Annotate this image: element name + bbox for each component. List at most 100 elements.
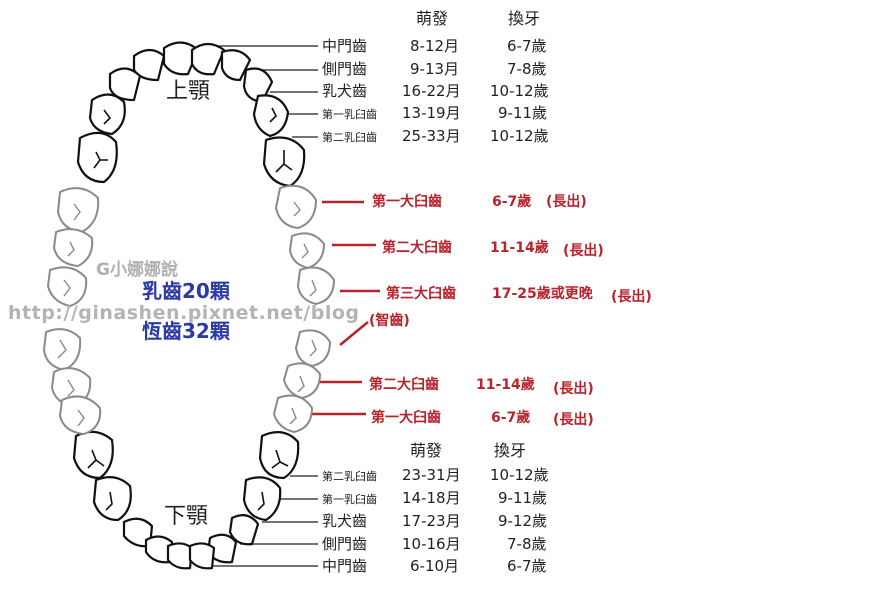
lower-tooth-shed: 9-12歲 — [498, 512, 548, 530]
groove-mark — [301, 243, 309, 259]
lower-tooth-erupt: 17-23月 — [402, 512, 461, 530]
groove-mark — [67, 379, 75, 397]
upper-tooth-erupt: 25-33月 — [402, 127, 461, 145]
tooth-lower-third-molar-right — [295, 329, 331, 367]
pointer-wisdom — [339, 321, 369, 346]
groove-mark — [67, 241, 75, 257]
molar-age: 6-7歲 — [491, 410, 531, 426]
tooth-upper-lateral-right — [220, 49, 252, 82]
upper-tooth-name: 第二乳臼齒 — [322, 131, 377, 144]
primary-teeth-count: 乳齒20顆 — [142, 279, 230, 303]
upper-tooth-erupt: 8-12月 — [410, 37, 460, 55]
groove-mark — [271, 449, 289, 469]
molar-note: (長出) — [563, 243, 604, 259]
molar-age: 11-14歲 — [490, 240, 549, 256]
groove-mark — [87, 449, 105, 469]
upper-tooth-shed: 10-12歲 — [490, 82, 549, 100]
upper-tooth-erupt: 13-19月 — [402, 104, 461, 122]
tooth-upper-first-primary-molar-right — [252, 94, 290, 138]
molar-name: 第一大臼齒 — [372, 194, 442, 210]
lower-primary-pointers — [212, 475, 318, 567]
groove-mark — [297, 375, 305, 393]
groove-mark — [63, 279, 71, 297]
upper-header-erupt: 萌發 — [416, 9, 449, 28]
groove-mark — [73, 203, 81, 221]
groove-mark — [289, 407, 297, 425]
lower-header-erupt: 萌發 — [410, 441, 443, 460]
tooth-lower-first-molar-left — [59, 395, 102, 435]
lower-tooth-erupt: 23-31月 — [402, 466, 461, 484]
tooth-lower-canine-right — [228, 513, 260, 546]
molar-age: 11-14歲 — [476, 377, 535, 393]
tooth-upper-third-molar-right — [297, 266, 335, 305]
lower-tooth-shed: 9-11歲 — [498, 489, 548, 507]
tooth-lower-second-primary-molar-right — [258, 431, 300, 480]
molar-note: (長出) — [553, 381, 594, 397]
tooth-lower-first-primary-molar-right — [242, 476, 282, 522]
upper-tooth-shed: 7-8歲 — [507, 60, 547, 78]
tooth-lower-first-molar-right — [273, 394, 313, 433]
upper-tooth-name: 乳犬齒 — [322, 82, 368, 100]
groove-mark — [57, 339, 67, 359]
watermark-url: http://ginashen.pixnet.net/blog — [8, 302, 360, 324]
groove-mark — [77, 409, 85, 427]
molar-age: 6-7歲 — [492, 194, 532, 210]
lower-tooth-shed: 7-8歲 — [507, 535, 547, 553]
groove-mark — [103, 109, 112, 125]
watermark-name: G小娜娜說 — [96, 260, 178, 280]
tooth-upper-second-primary-molar-left — [76, 131, 118, 184]
lower-tooth-shed: 6-7歲 — [507, 557, 547, 575]
lower-tooth-erupt: 6-10月 — [410, 557, 460, 575]
lower-jaw-label: 下顎 — [164, 504, 209, 529]
tooth-lower-third-molar-left — [43, 328, 82, 371]
groove-mark — [293, 201, 301, 217]
tooth-grooves — [87, 107, 293, 511]
groove-mark — [93, 151, 108, 169]
lower-tooth-erupt: 14-18月 — [402, 489, 461, 507]
molar-name: 第二大臼齒 — [369, 377, 439, 393]
upper-header-shed: 換牙 — [508, 9, 541, 28]
permanent-teeth-count: 恆齒32顆 — [142, 319, 230, 343]
tooth-lower-central-left — [166, 542, 194, 570]
molar-name: 第二大臼齒 — [382, 240, 452, 256]
upper-tooth-name: 側門齒 — [322, 60, 368, 78]
molar-age: 17-25歲或更晚 — [492, 286, 593, 302]
upper-tooth-erupt: 9-13月 — [410, 60, 460, 78]
molar-note: (長出) — [553, 412, 594, 428]
groove-mark — [309, 339, 317, 357]
upper-tooth-shed: 9-11歲 — [498, 104, 548, 122]
lower-tooth-shed: 10-12歲 — [490, 466, 549, 484]
molar-grooves — [57, 201, 317, 427]
upper-jaw-label: 上顎 — [166, 79, 211, 104]
tooth-upper-first-molar-right — [275, 184, 317, 229]
molar-name: 第一大臼齒 — [371, 410, 441, 426]
lower-tooth-name: 第二乳臼齒 — [322, 470, 377, 483]
molar-pointers — [310, 200, 380, 416]
groove-mark — [275, 150, 293, 173]
lower-tooth-name: 中門齒 — [322, 557, 368, 575]
upper-tooth-shed: 6-7歲 — [507, 37, 547, 55]
lower-header-shed: 換牙 — [494, 441, 527, 460]
upper-tooth-shed: 10-12歲 — [490, 127, 549, 145]
molar-note: (長出) — [611, 289, 652, 305]
tooth-upper-canine-left — [108, 67, 142, 102]
primary-teeth — [72, 41, 306, 570]
tooth-upper-central-right — [190, 42, 226, 76]
lower-tooth-erupt: 10-16月 — [402, 535, 461, 553]
groove-mark — [257, 491, 265, 511]
lower-tooth-name: 乳犬齒 — [322, 512, 368, 530]
tooth-lower-first-primary-molar-left — [92, 475, 132, 522]
upper-tooth-name: 中門齒 — [322, 37, 368, 55]
upper-tooth-name: 第一乳臼齒 — [322, 108, 377, 121]
groove-mark — [105, 491, 113, 511]
tooth-lower-central-right — [188, 542, 216, 570]
tooth-upper-third-molar-left — [47, 266, 88, 307]
molar-name: 第三大臼齒 — [386, 286, 456, 302]
lower-tooth-name: 側門齒 — [322, 535, 368, 553]
wisdom-tooth-note: (智齒) — [369, 313, 410, 329]
groove-mark — [269, 107, 277, 123]
molar-note: (長出) — [546, 194, 587, 210]
tooth-upper-central-left — [162, 41, 200, 76]
